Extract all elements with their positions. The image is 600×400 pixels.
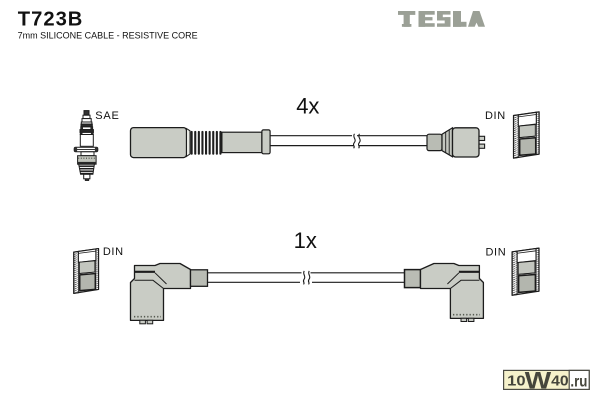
svg-text:10: 10 [507,373,525,389]
svg-text:.ru: .ru [570,373,587,390]
svg-text:W: W [525,367,552,394]
svg-text:SAE: SAE [95,110,119,122]
svg-text:DIN: DIN [486,246,507,258]
svg-text:T723B: T723B [18,8,84,30]
svg-text:1x: 1x [294,228,317,253]
svg-text:4x: 4x [296,94,319,119]
svg-text:DIN: DIN [103,246,124,258]
svg-text:DIN: DIN [485,110,506,122]
svg-text:7mm SILICONE CABLE - RESISTIVE: 7mm SILICONE CABLE - RESISTIVE CORE [18,30,198,40]
svg-text:40: 40 [551,373,569,389]
